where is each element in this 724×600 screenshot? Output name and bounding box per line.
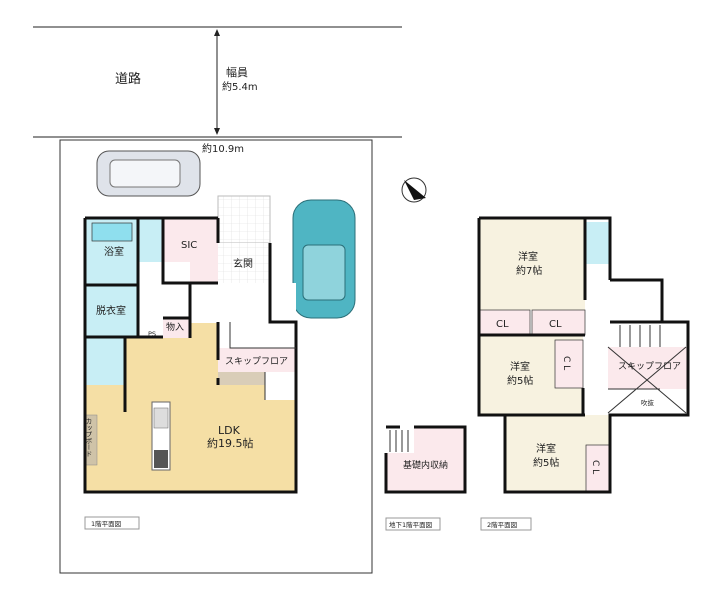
- floor2-caption: 2階平面図: [487, 520, 517, 529]
- room-basement-storage: 基礎内収納: [403, 459, 448, 471]
- floor1-caption-box: [84, 516, 140, 530]
- room-dressing: 脱衣室: [96, 304, 126, 317]
- room-sic: SIC: [181, 240, 197, 251]
- room-entrance: 玄関: [233, 257, 253, 270]
- north-arrow-icon: [401, 177, 427, 203]
- cupboard-label: カップボード: [84, 418, 92, 458]
- room-skip-floor-2f: スキップフロア: [618, 361, 681, 372]
- basement-plan: [384, 425, 467, 494]
- basement-caption-box: [385, 517, 441, 531]
- room-2f-3-size: 約5帖: [533, 456, 559, 469]
- road-label: 道路: [115, 71, 141, 87]
- floor1-plan: [83, 195, 298, 494]
- room-2f-3: 洋室: [536, 442, 556, 455]
- road-width-title: 幅員: [226, 66, 248, 79]
- closet-label: CL: [549, 319, 562, 330]
- road-width-value: 約5.4m: [222, 80, 258, 93]
- room-2f-2: 洋室: [510, 360, 530, 373]
- floor2-plan: [477, 216, 690, 494]
- room-ldk: LDK: [218, 424, 241, 437]
- closet-label: C L: [590, 460, 600, 474]
- lot-frontage: 約10.9m: [202, 142, 244, 155]
- room-bath: 浴室: [104, 245, 124, 258]
- floor1-caption: 1階平面図: [91, 519, 121, 528]
- car-icon: [292, 199, 356, 319]
- road-width-arrow: [214, 29, 220, 135]
- ps-label: PS: [148, 330, 156, 338]
- room-2f-1-size: 約7帖: [516, 264, 542, 277]
- closet-label: CL: [496, 319, 509, 330]
- room-2f-1: 洋室: [518, 250, 538, 263]
- void-label: 吹抜: [641, 398, 655, 407]
- room-2f-2-size: 約5帖: [507, 374, 533, 387]
- car-icon: [96, 150, 201, 197]
- floor2-caption-box: [480, 517, 532, 531]
- closet-label: C L: [561, 356, 571, 370]
- room-storage: 物入: [166, 321, 184, 333]
- basement-caption: 地下1階平面図: [389, 520, 432, 529]
- room-skip-floor-1f: スキップフロア: [225, 356, 288, 367]
- lot-boundary: [59, 139, 373, 574]
- road: 道路 幅員 約5.4m: [33, 26, 402, 138]
- room-ldk-size: 約19.5帖: [207, 436, 254, 450]
